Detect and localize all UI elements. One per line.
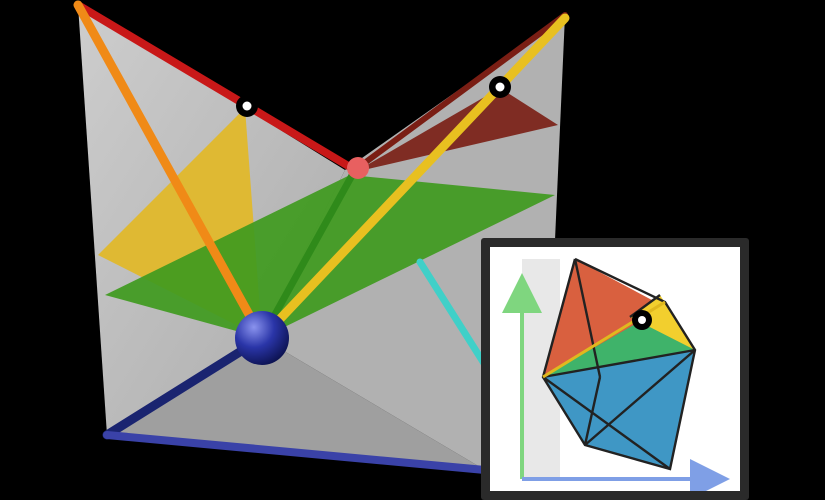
- navy-rod: [102, 333, 267, 440]
- inset-red-face: [543, 259, 665, 377]
- dark-red-rod: [352, 12, 568, 173]
- inset-panel: [490, 247, 740, 491]
- inset-yellow-face: [630, 295, 695, 350]
- blue-sphere: [235, 311, 289, 365]
- blue-floor-rod: [103, 431, 489, 474]
- pink-node: [347, 157, 369, 179]
- open-circle-marker: [236, 95, 258, 117]
- yellow-rod: [257, 13, 570, 343]
- red-rod: [74, 1, 359, 174]
- green-rod: [258, 166, 359, 342]
- orange-rod: [73, 0, 267, 343]
- inset-blue-face: [543, 350, 695, 469]
- open-circle-marker: [632, 310, 652, 330]
- inset-polyhedron: [502, 257, 730, 491]
- green-face: [105, 175, 555, 338]
- open-circle-marker: [489, 76, 511, 98]
- inset-frame: [481, 238, 749, 500]
- floor-plane: [107, 338, 485, 470]
